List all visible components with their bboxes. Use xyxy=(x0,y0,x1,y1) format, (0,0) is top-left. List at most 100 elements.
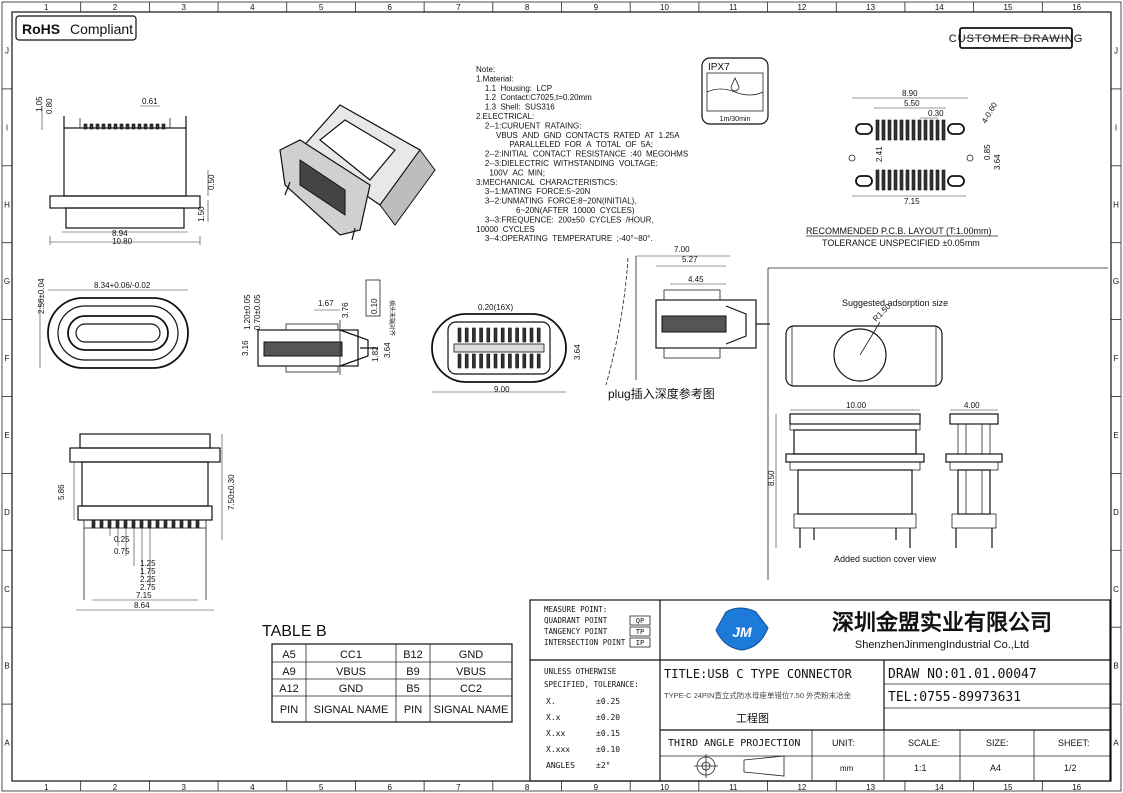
pcb-pad-top xyxy=(893,119,898,141)
pcb-dim-2-41: 2.41 xyxy=(875,146,884,162)
table-cell: B9 xyxy=(406,666,419,678)
note-line: 1.2 Contact:C7025,t=0.20mm xyxy=(476,93,592,102)
telephone: TEL:0755-89973631 xyxy=(888,690,1021,705)
dim-10-80: 10.80 xyxy=(112,237,133,246)
dim-3-64-side: 3.64 xyxy=(383,342,392,358)
contact-pin-top xyxy=(464,327,469,343)
frame-row-label-left: C xyxy=(4,585,10,594)
table-cell: B12 xyxy=(403,649,423,661)
pcb-layout-view: 8.90 5.50 0.30 4-0.60 0.85 3.64 2.41 7.1… xyxy=(806,89,1002,248)
contact-pin-top xyxy=(472,327,476,343)
frame-col-label-bottom: 10 xyxy=(660,783,669,792)
pcb-dim-7-15: 7.15 xyxy=(904,197,920,206)
contact-pin-bottom xyxy=(536,353,541,369)
contact-pin-top xyxy=(500,327,505,343)
measure-line: QUADRANT POINT xyxy=(544,616,608,625)
dim-8-34: 8.34+0.06/-0.02 xyxy=(94,281,151,290)
pcb-pad-top xyxy=(935,119,940,141)
pcb-pad-top xyxy=(905,119,910,141)
note-line: VBUS AND GND CONTACTS RATED AT 1.25A xyxy=(476,131,680,140)
frame-column-ticks: 1122334455667788991010111112121313141415… xyxy=(44,2,1082,792)
pcb-pad-top xyxy=(911,119,916,141)
plug-caption: plug插入深度参考图 xyxy=(608,386,715,401)
note-line: 1.Material: xyxy=(476,74,513,83)
company-name-cn: 深圳金盟实业有限公司 xyxy=(832,610,1052,635)
bottom-pin xyxy=(179,519,184,529)
frame-col-label-bottom: 16 xyxy=(1072,783,1081,792)
bottom-pin xyxy=(107,519,112,529)
dim-8-94: 8.94 xyxy=(112,229,128,238)
note-line: 2.ELECTRICAL: xyxy=(476,112,534,121)
frame-col-label-top: 14 xyxy=(935,3,944,12)
unit-label: UNIT: xyxy=(832,738,855,748)
note-line: 6~20N(AFTER 10000 CYCLES) xyxy=(476,206,635,215)
pcb-pad-top xyxy=(923,119,928,141)
third-angle-projection-icon xyxy=(694,754,785,778)
frame-row-label-right: B xyxy=(1113,662,1118,671)
unit-value: mm xyxy=(840,764,854,773)
note-line: 3--2:UNMATING FORCE:8~20N(INITIAL), xyxy=(476,197,637,206)
frame-col-label-top: 7 xyxy=(456,3,461,12)
bottom-pin xyxy=(99,519,104,529)
table-cell: VBUS xyxy=(336,666,366,678)
note-line: 2--2:INITIAL CONTACT RESISTANCE :40 MEGO… xyxy=(476,150,688,159)
frame-row-label-right: G xyxy=(1113,277,1119,286)
note-line: PARALLELED FOR A TOTAL OF 5A; xyxy=(476,140,653,149)
sheet-label: SHEET: xyxy=(1058,738,1090,748)
frame-col-label-bottom: 3 xyxy=(181,783,186,792)
pitch-0-75: 0.75 xyxy=(114,547,130,556)
frame-row-label-right: C xyxy=(1113,585,1119,594)
size-value: A4 xyxy=(990,763,1001,773)
pcb-dim-8-90: 8.90 xyxy=(902,89,918,98)
contacts-row-top xyxy=(457,327,541,343)
pcb-pad-top xyxy=(875,119,880,141)
note-line: 3--1:MATING FORCE:5~20N xyxy=(476,187,591,196)
dim-5-27: 5.27 xyxy=(682,255,698,264)
pcb-pad-bottom xyxy=(893,169,898,191)
frame-col-label-top: 10 xyxy=(660,3,669,12)
frame-row-label-left: H xyxy=(4,200,10,209)
pcb-pad-bottom xyxy=(887,169,892,191)
pcb-pad-top xyxy=(929,119,934,141)
dim-2-56: 2.56±0.04 xyxy=(37,278,46,314)
note-line: 10000 CYCLES xyxy=(476,225,535,234)
pitch-2-25: 2.25 xyxy=(140,575,156,584)
dim-0-70: 0.70±0.05 xyxy=(253,294,262,330)
frame-row-label-left: F xyxy=(5,354,10,363)
frame-col-label-top: 13 xyxy=(866,3,875,12)
bottom-pin-row xyxy=(91,519,200,586)
contact-pin-bottom xyxy=(464,353,469,369)
measure-code: TP xyxy=(636,628,644,636)
tolerance-key: X. xyxy=(546,697,556,706)
contact-pin-top xyxy=(522,327,527,343)
contact-pin-bottom xyxy=(493,353,498,369)
bottom-pin xyxy=(155,519,160,529)
contact-pin-bottom xyxy=(500,353,505,369)
pitch-0-25: 0.25 xyxy=(114,535,130,544)
frame-col-label-top: 3 xyxy=(181,3,186,12)
engineering-drawing-label: 工程图 xyxy=(736,712,769,725)
frame-col-label-bottom: 1 xyxy=(44,783,49,792)
frame-row-label-right: F xyxy=(1114,354,1119,363)
plug-insertion-view: 7.00 5.27 4.45 plug插入深度参考图 xyxy=(605,245,770,401)
suction-dim-4-00: 4.00 xyxy=(964,401,980,410)
pcb-pad-top xyxy=(899,119,904,141)
dim-3-16: 3.16 xyxy=(241,340,250,356)
frame-row-label-right: I xyxy=(1115,123,1117,132)
note-line: 1.1 Housing: LCP xyxy=(476,84,552,93)
table-cell: VBUS xyxy=(456,666,486,678)
rohs-compliant-label: Compliant xyxy=(70,21,133,37)
front-outline-view: 8.34+0.06/-0.02 2.56±0.04 xyxy=(37,278,189,369)
scale-label: SCALE: xyxy=(908,738,940,748)
tolerance-value: ±0.20 xyxy=(596,713,620,722)
frame-col-label-bottom: 6 xyxy=(388,783,393,792)
note-line: 3--3:FREQUENCE: 200±50 CYCLES /HOUR, xyxy=(476,215,654,224)
bottom-pin xyxy=(171,519,176,529)
frame-row-label-left: J xyxy=(5,46,9,55)
note-line: 3--4:OPERATING TEMPERATURE ;-40°~80°. xyxy=(476,234,653,243)
table-cell: GND xyxy=(339,683,364,695)
